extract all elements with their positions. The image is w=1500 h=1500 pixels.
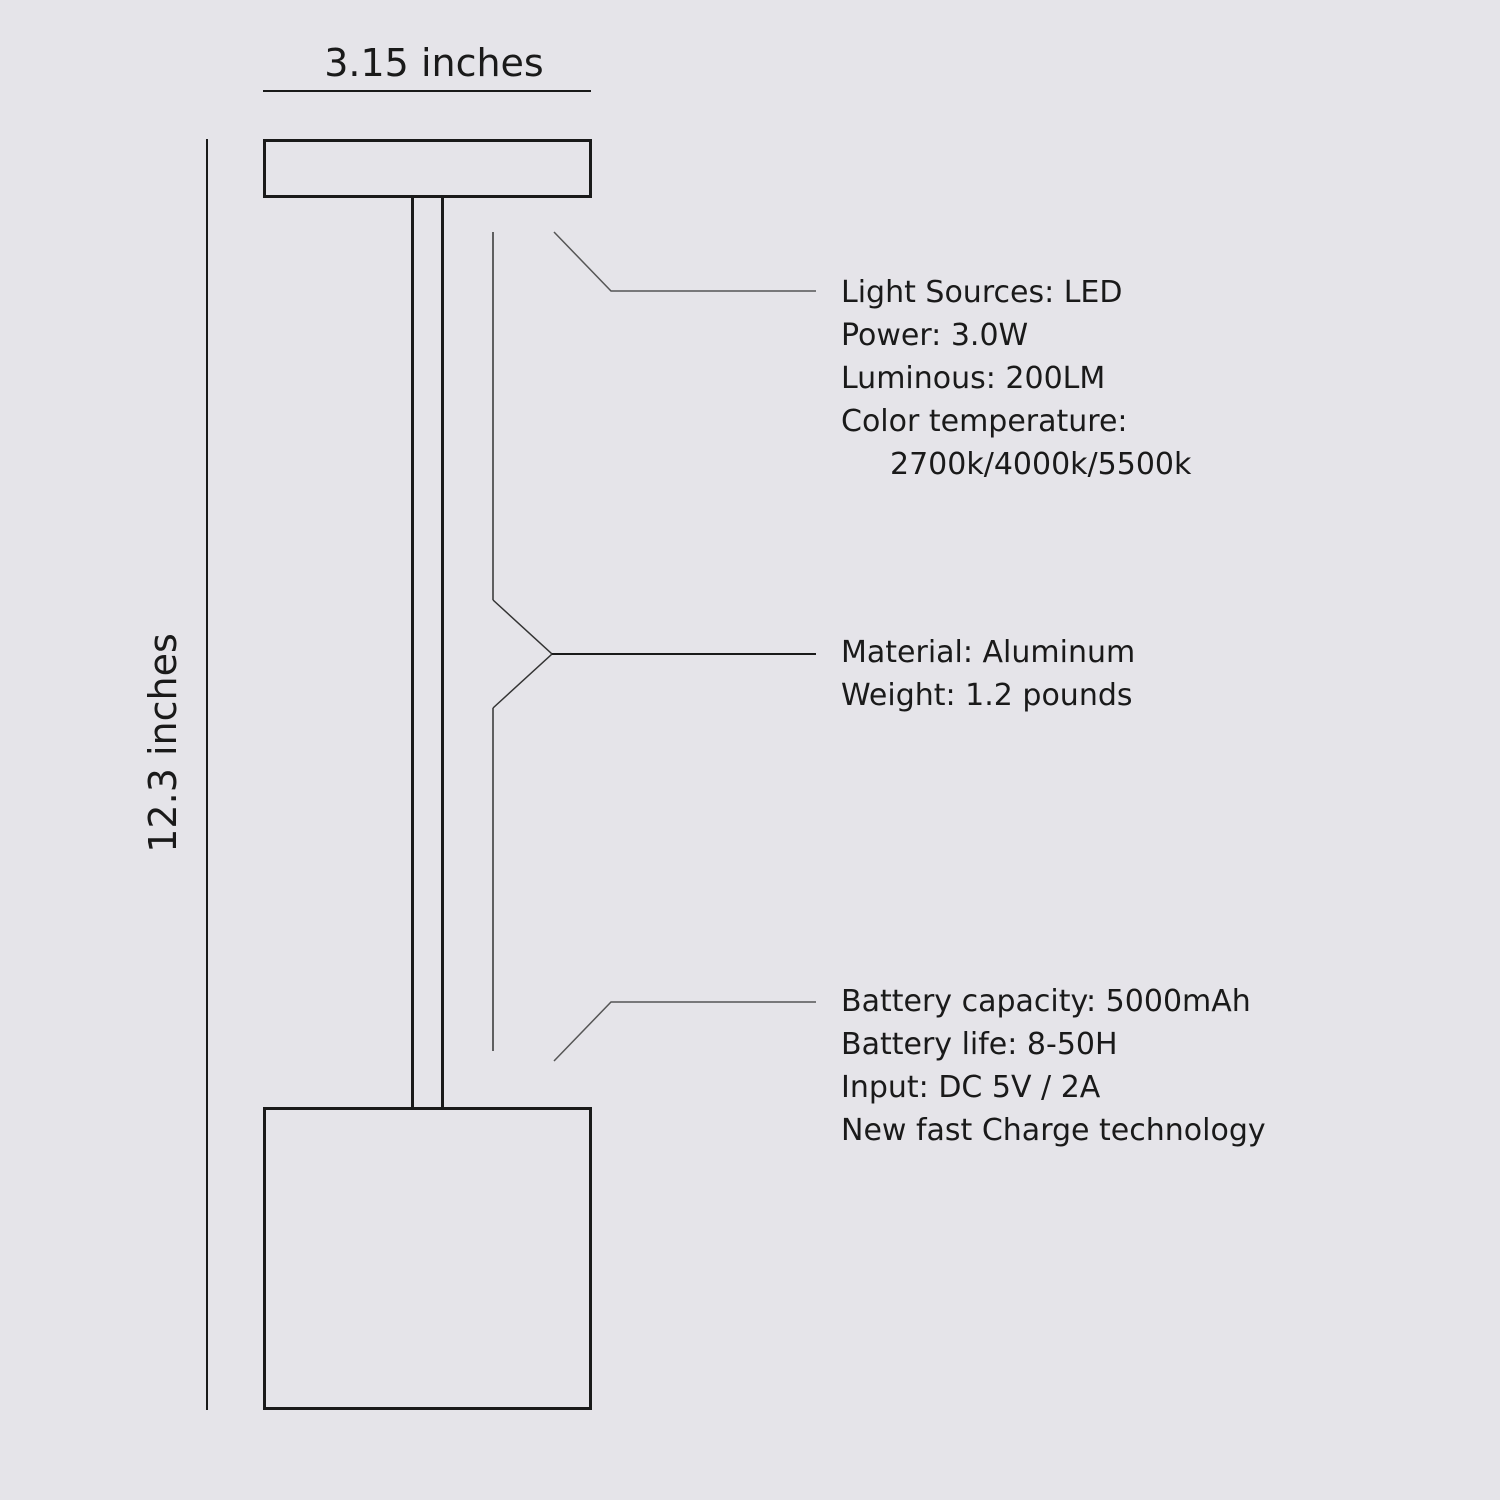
- light-spec-leader: [553, 231, 816, 292]
- spec-weight: Weight: 1.2 pounds: [841, 678, 1133, 713]
- body-spec-leader-arrow: [492, 599, 554, 709]
- spec-battery-capacity: Battery capacity: 5000mAh: [841, 984, 1251, 1019]
- lamp-base: [263, 1107, 592, 1410]
- spec-power: Power: 3.0W: [841, 318, 1029, 353]
- light-specs: Light Sources: LED Power: 3.0W Luminous:…: [841, 271, 1191, 486]
- body-specs: Material: Aluminum Weight: 1.2 pounds: [841, 631, 1135, 717]
- height-dimension-label: 12.3 inches: [141, 633, 185, 853]
- spec-color-temperature-label: Color temperature:: [841, 404, 1128, 439]
- spec-input: Input: DC 5V / 2A: [841, 1070, 1101, 1105]
- width-dimension-label: 3.15 inches: [324, 41, 544, 85]
- battery-spec-leader: [553, 1001, 816, 1062]
- spec-color-temperature-values: 2700k/4000k/5500k: [890, 447, 1192, 482]
- spec-battery-life: Battery life: 8-50H: [841, 1027, 1118, 1062]
- battery-specs: Battery capacity: 5000mAh Battery life: …: [841, 980, 1266, 1152]
- spec-fast-charge: New fast Charge technology: [841, 1113, 1266, 1148]
- spec-luminous: Luminous: 200LM: [841, 361, 1106, 396]
- lamp-head: [263, 139, 592, 198]
- spec-light-source: Light Sources: LED: [841, 275, 1123, 310]
- spec-material: Material: Aluminum: [841, 635, 1136, 670]
